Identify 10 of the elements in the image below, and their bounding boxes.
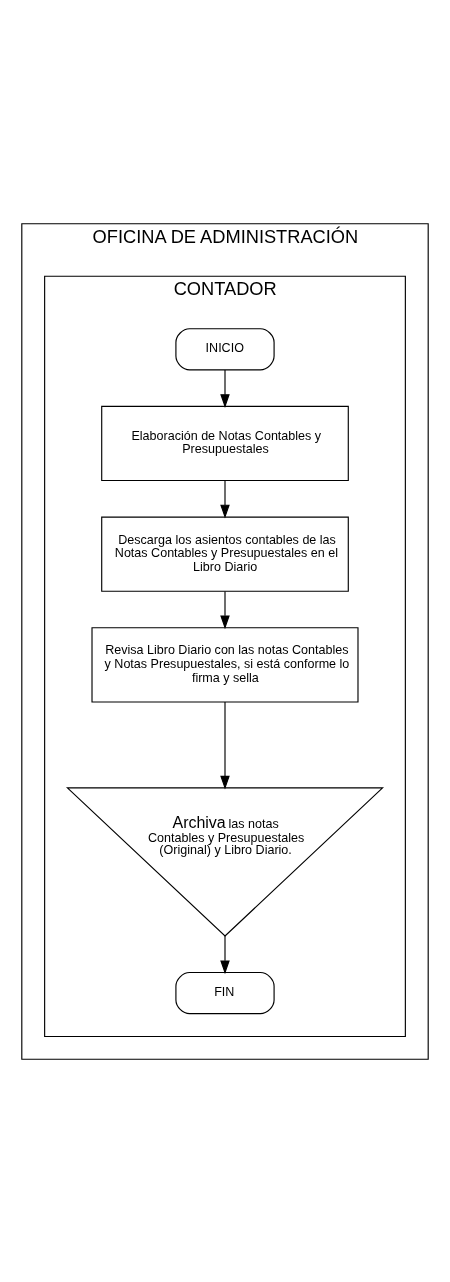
node-box: FIN (175, 971, 275, 1014)
arrow (220, 935, 230, 974)
arrow (220, 701, 230, 790)
node-box: Revisa Libro Diario con las notas Contables y Notas Presupuestales, si está conforme lo firma y sella (91, 626, 359, 703)
arrow (220, 479, 230, 518)
node-box: INICIO (175, 327, 275, 370)
arrow (220, 368, 230, 408)
node-box: Elaboración de Notas Contables y Presupuestales (101, 405, 349, 481)
arrow (220, 590, 230, 629)
node-box: Descarga los asientos contables de las Notas Contables y Presupuestales en el Libro Diario (101, 516, 349, 592)
